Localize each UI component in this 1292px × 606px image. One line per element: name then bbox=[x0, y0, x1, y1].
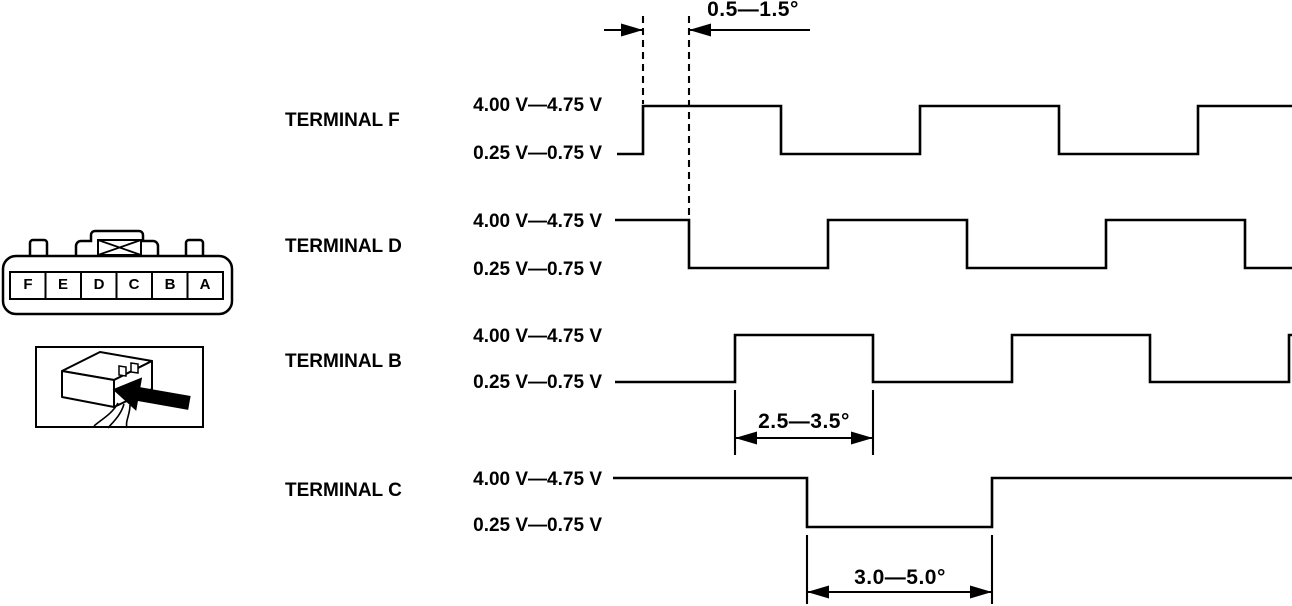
connector-tab-left bbox=[28, 238, 49, 258]
terminal-d-low-voltage-label: 0.25 V—0.75 V bbox=[473, 259, 602, 280]
terminal-b-label: TERMINAL B bbox=[285, 351, 402, 372]
connector-pin-d: D bbox=[93, 276, 105, 293]
waveform-traces bbox=[613, 104, 1292, 529]
backprobe-instruction-icon bbox=[35, 346, 204, 429]
terminal-b-low-voltage-label: 0.25 V—0.75 V bbox=[473, 372, 602, 393]
latch-cross-lines bbox=[97, 239, 142, 256]
terminal-c-label: TERMINAL C bbox=[285, 480, 402, 501]
terminal-slot-icon bbox=[118, 365, 127, 377]
terminal-d-high-voltage-label: 4.00 V—4.75 V bbox=[473, 211, 602, 232]
connector-tab-right bbox=[184, 238, 205, 258]
terminal-f-high-voltage-label: 4.00 V—4.75 V bbox=[473, 95, 602, 116]
angle-annotation-terminal-b: 2.5—3.5° bbox=[758, 410, 850, 433]
terminal-slot-icon bbox=[130, 362, 139, 374]
terminal-c-low-voltage-label: 0.25 V—0.75 V bbox=[473, 515, 602, 536]
connector-pin-f: F bbox=[23, 276, 33, 293]
terminal-f-label: TERMINAL F bbox=[285, 110, 400, 131]
terminal-c-high-voltage-label: 4.00 V—4.75 V bbox=[473, 469, 602, 490]
connector-pin-b: B bbox=[164, 276, 176, 293]
connector-pin-c: C bbox=[128, 276, 140, 293]
angle-annotation-top: 0.5—1.5° bbox=[707, 0, 799, 21]
connector-pin-e: E bbox=[57, 276, 68, 293]
terminal-b-high-voltage-label: 4.00 V—4.75 V bbox=[473, 326, 602, 347]
measurement-annotations bbox=[604, 16, 994, 604]
angle-annotation-terminal-c: 3.0—5.0° bbox=[854, 566, 946, 589]
probe-direction-arrow-icon bbox=[112, 377, 191, 411]
pin-dividers bbox=[44, 272, 189, 299]
connector-diagram bbox=[1, 229, 234, 316]
connector-pin-a: A bbox=[199, 276, 211, 293]
probe-wires-icon bbox=[93, 402, 131, 429]
terminal-f-low-voltage-label: 0.25 V—0.75 V bbox=[473, 143, 602, 164]
terminal-d-label: TERMINAL D bbox=[285, 236, 402, 257]
